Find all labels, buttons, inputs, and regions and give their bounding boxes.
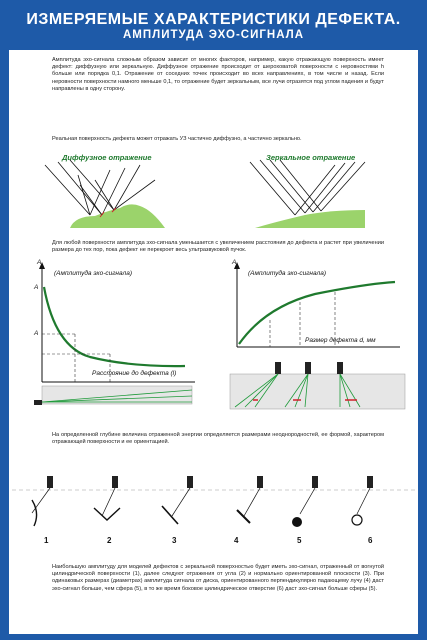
mirror-label: Зеркальное отражение [266, 153, 356, 162]
left-a1-label: A [34, 284, 39, 291]
diffuse-label: Диффузное отражение [62, 153, 152, 162]
page-title: ИЗМЕРЯЕМЫЕ ХАРАКТЕРИСТИКИ ДЕФЕКТА. [26, 11, 401, 28]
probes [275, 362, 343, 374]
test-block [229, 373, 406, 410]
mirror-illustration [249, 159, 366, 228]
content-sheet [9, 50, 418, 634]
page-subtitle: АМПЛИТУДА ЭХО-СИГНАЛА [122, 29, 305, 41]
incident-rays [249, 159, 322, 216]
model-number-6: 6 [368, 536, 373, 545]
model-number-3: 3 [172, 536, 177, 545]
incident-rays [44, 159, 115, 216]
depth-paragraph: На определенной глубине величина отражен… [52, 432, 384, 446]
y-axis-arrow [39, 262, 45, 269]
corner-reflector [93, 507, 121, 521]
distance-paragraph: Для любой поверхности амплитуда эхо-сигн… [52, 240, 384, 254]
test-block [41, 385, 193, 405]
smooth-surface-shape [255, 210, 365, 228]
scattered-rays [77, 164, 156, 216]
model-probes [47, 476, 373, 488]
amplitude-growth-curve [238, 280, 396, 345]
diffuse-illustration [44, 159, 165, 228]
model-number-1: 1 [44, 536, 49, 545]
left-x-label: Расстояние до дефекта (l) [92, 370, 177, 377]
amplitude-distance-graph [34, 262, 195, 405]
amplitude-size-graph [229, 262, 406, 410]
model-number-5: 5 [297, 536, 302, 545]
bottom-paragraph: Наибольшую амплитуду для моделей дефекто… [52, 564, 384, 592]
flat-plane [161, 505, 179, 525]
y-axis-arrow [234, 262, 240, 269]
disk [236, 509, 251, 524]
model-number-4: 4 [234, 536, 239, 545]
right-graph-title: (Амплитуда эхо-сигнала) [248, 270, 326, 277]
defect-marks [99, 207, 117, 218]
intro-paragraph: Амплитуда эхо-сигнала сложным образом за… [52, 57, 384, 92]
left-graph-title: (Амплитуда эхо-сигнала) [54, 270, 132, 277]
right-axis-label: A [232, 259, 237, 266]
right-x-label: Размер дефекта d, мм [305, 337, 376, 344]
sphere [292, 517, 302, 527]
side-hole [351, 514, 363, 526]
probe [34, 400, 42, 405]
header: ИЗМЕРЯЕМЫЕ ХАРАКТЕРИСТИКИ ДЕФЕКТА. АМПЛИ… [0, 0, 427, 50]
real-surface-note: Реальная поверхность дефекта может отраж… [52, 136, 302, 142]
left-axis-label: A [37, 259, 42, 266]
defect-models [12, 476, 415, 527]
reflected-rays [294, 161, 366, 216]
model-number-2: 2 [107, 536, 112, 545]
concave-cylinder [31, 499, 38, 527]
left-a2-label: A [34, 330, 39, 337]
rough-surface-shape [70, 204, 165, 228]
amplitude-decay-curve [42, 286, 186, 368]
